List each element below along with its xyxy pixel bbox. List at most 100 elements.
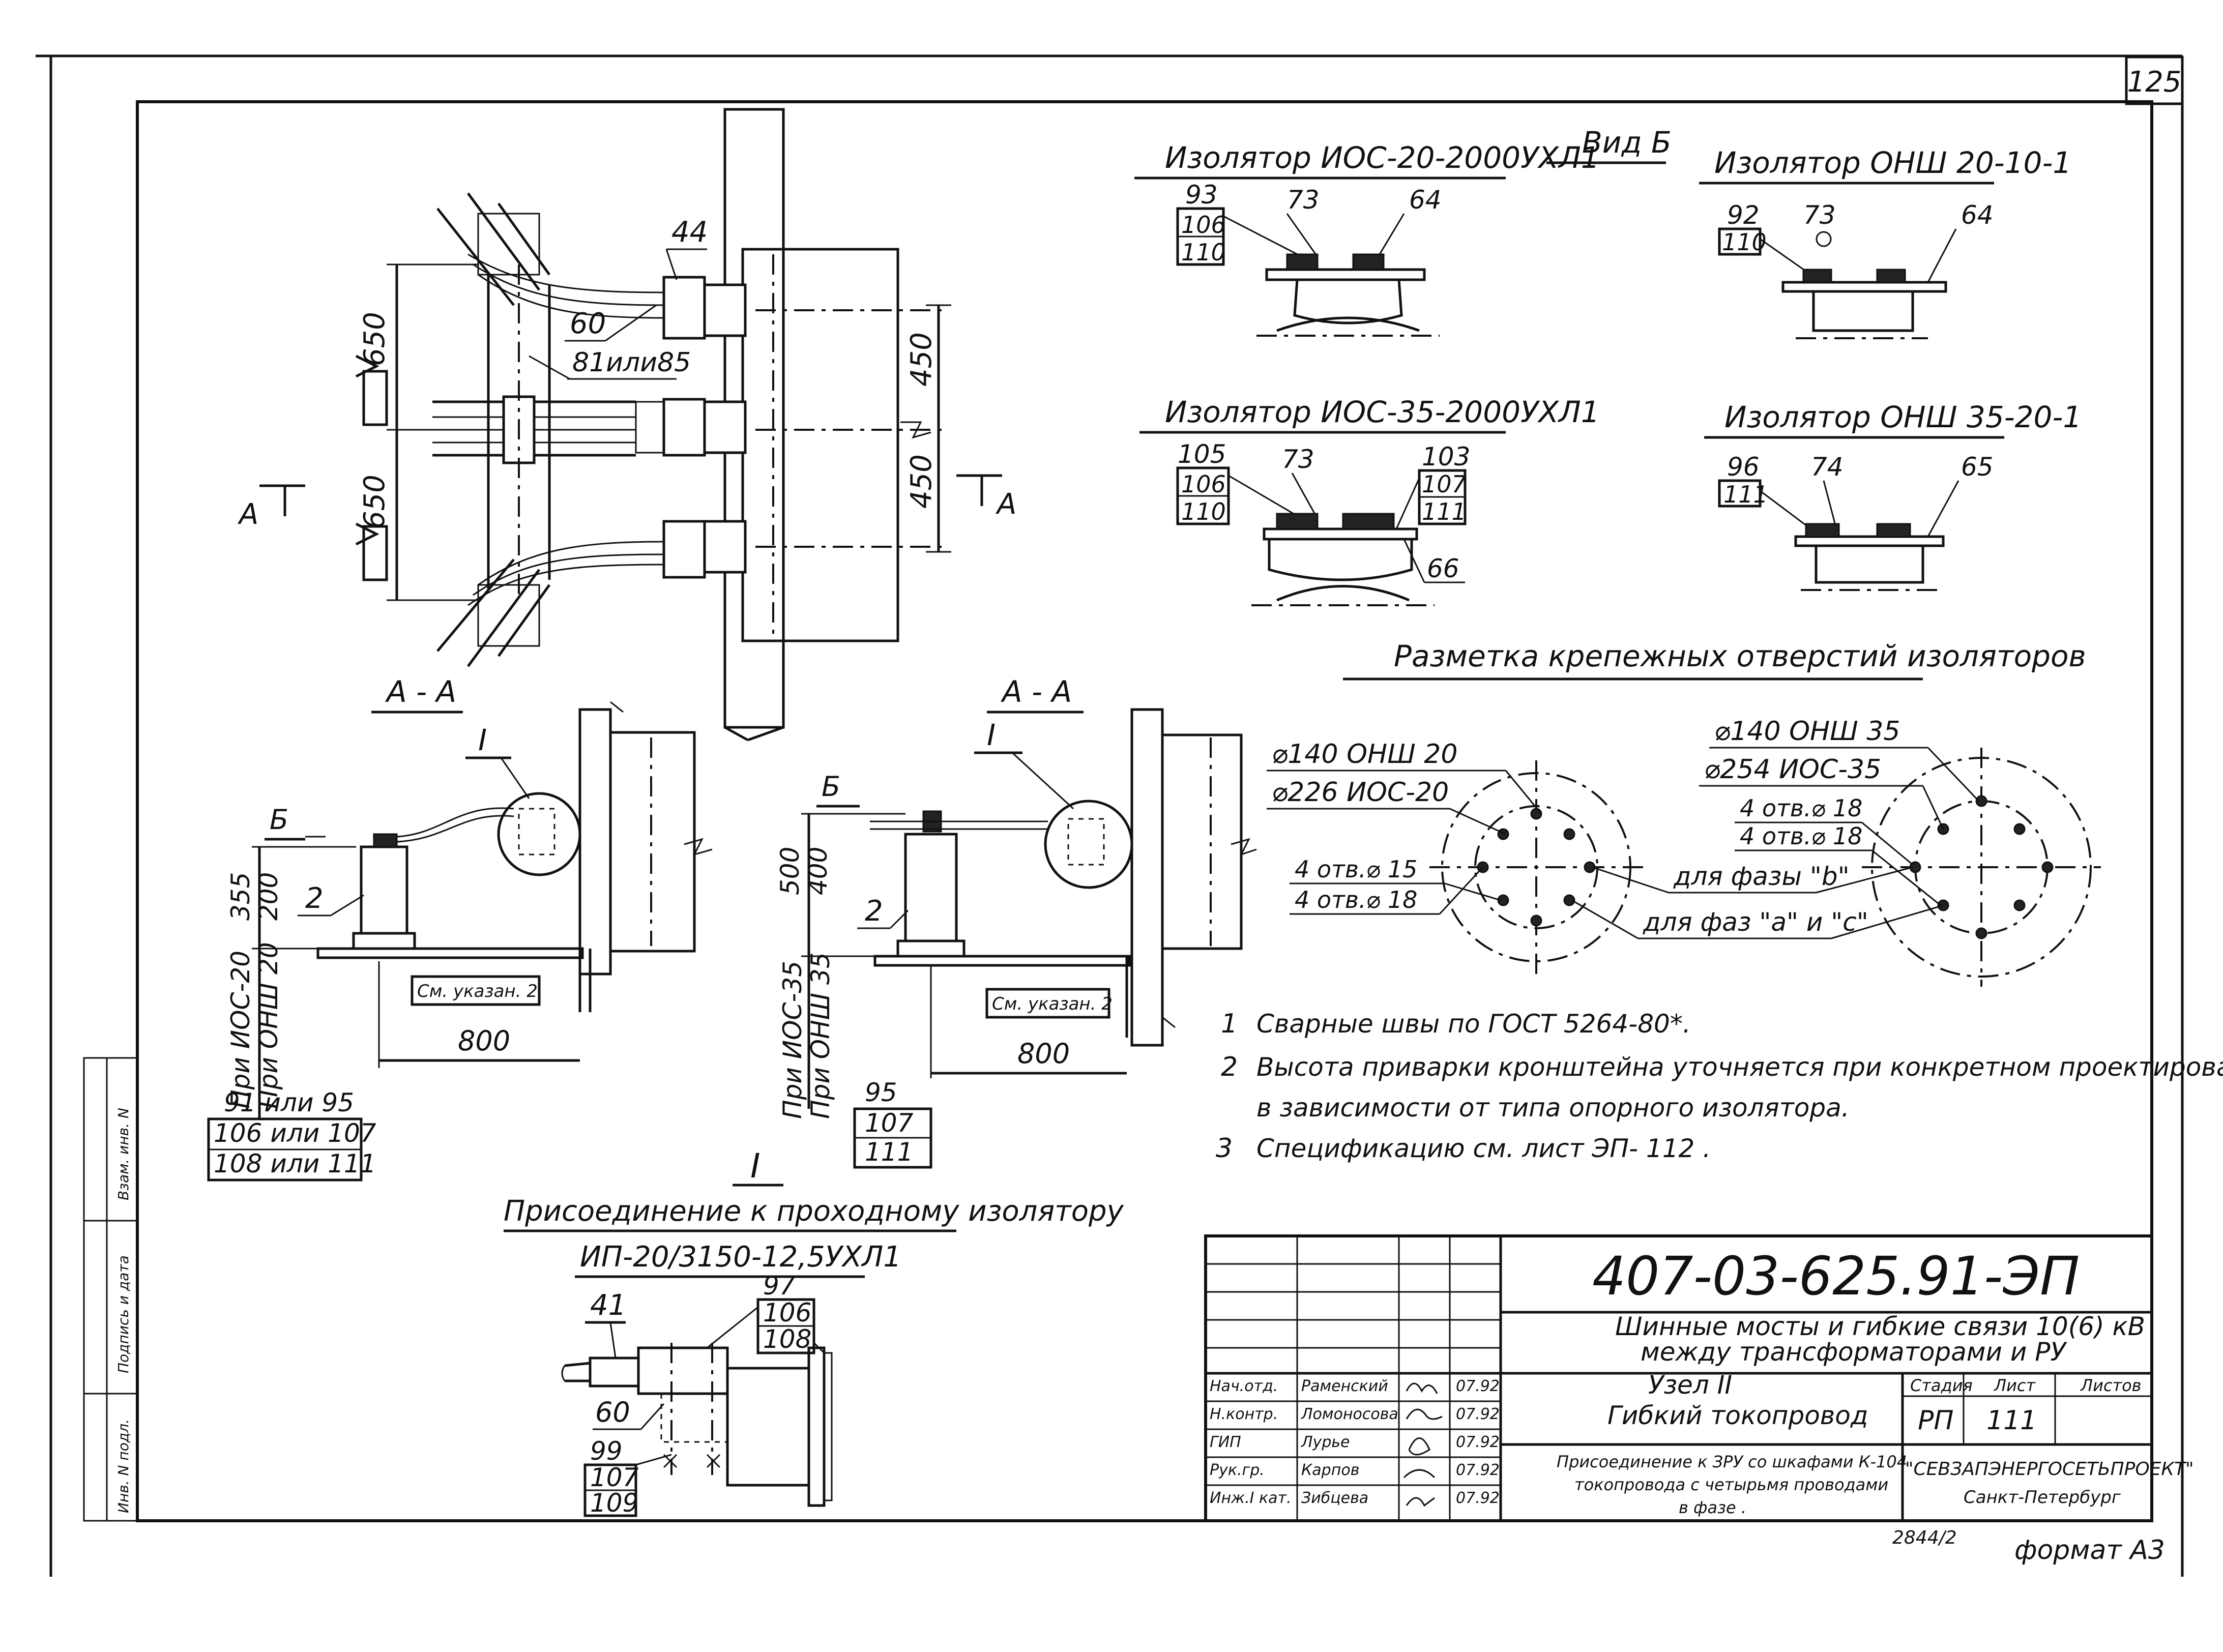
ios35-callout-73: 73 [1282,445,1314,474]
doc-node-name: Гибкий токопровод [1607,1401,1868,1430]
dim-450-top: 450 [905,332,938,387]
ios20-label-110: 110 [1181,239,1226,266]
ios35-label-105: 105 [1178,439,1226,469]
insulator-onsh20: Изолятор ОНШ 20-10-1 92 110 73 64 [1699,145,2071,339]
section-left-c2: 2 [305,882,324,915]
section-right-v-onsh: При ОНШ 35 [806,952,835,1119]
section-right-roman: I [987,718,996,752]
dim-355: 355 [226,872,255,921]
marking-right-d140: ⌀140 ОНШ 35 [1714,716,1900,747]
doc-code: 407-03-625.91-ЭП [1592,1245,2080,1307]
staff-0-role: Нач.отд. [1210,1377,1278,1395]
staff-4-date: 07.92 [1456,1489,1500,1507]
staff-2-role: ГИП [1210,1433,1241,1451]
view-b-title: Вид Б [1582,125,1672,160]
staff-1-date: 07.92 [1456,1405,1500,1423]
onsh20-title: Изолятор ОНШ 20-10-1 [1714,145,2071,180]
staff-3-name: Карпов [1301,1461,1359,1479]
section-left-v-ios: При ИОС-20 [226,951,255,1109]
sheet-header: Лист [1994,1376,2036,1395]
staff-0-name: Раменский [1301,1377,1388,1395]
ios35-label-106: 106 [1181,470,1226,498]
strip-inv: Инв. N подл. [115,1419,132,1513]
onsh35-label-96: 96 [1727,452,1760,482]
section-left-b: Б [270,804,288,836]
sheets-header: Листов [2080,1376,2142,1395]
plan-view: 650 650 450 450 А А 44 60 81или85 [238,108,1016,742]
stage-header: Стадия [1910,1376,1973,1395]
dim-450-bottom: 450 [905,454,938,509]
marking-left-d140: ⌀140 ОНШ 20 [1272,739,1457,770]
onsh20-callout-73: 73 [1803,200,1836,230]
doc-desc-2: токопровода с четырьмя проводами [1574,1475,1888,1494]
detail-title2: ИП-20/3150-12,5УХЛ1 [580,1241,901,1274]
doc-name-2: между трансформаторами и РУ [1641,1337,2067,1367]
section-mark-right: А [996,488,1016,521]
section-right-note: См. указан. 2 [992,994,1113,1014]
doc-desc-1: Присоединение к ЗРУ со шкафами К-104 [1557,1452,1907,1471]
dim-400: 400 [803,847,833,895]
page-number-box [2125,55,2184,105]
onsh35-callout-65: 65 [1961,452,1994,482]
hole-marking: Разметка крепежных отверстий изоляторов … [1267,639,2101,987]
callout-60: 60 [570,307,606,340]
dim-500: 500 [775,847,805,895]
marking-title: Разметка крепежных отверстий изоляторов [1394,639,2086,673]
marking-phase-b: для фазы "b" [1673,862,1850,891]
dim-650-top: 650 [358,312,391,366]
org-city: Санкт-Петербург [1964,1487,2121,1508]
ios35-callout-66: 66 [1427,554,1459,583]
notes: 1 Сварные швы по ГОСТ 5264-80*. 2 Высота… [1216,1009,2223,1164]
ios20-callout-73: 73 [1287,185,1320,215]
detail-stack-b-0: 99 [590,1436,623,1466]
staff-0-date: 07.92 [1456,1377,1500,1395]
staff-4-name: Зибцева [1301,1489,1368,1507]
onsh20-label-110: 110 [1722,228,1767,256]
stage-value: РП [1918,1405,1953,1436]
insulator-ios35: Изолятор ИОС-35-2000УХЛ1 105 106 110 73 … [1139,395,1600,606]
section-right-stack-0: 95 [865,1078,897,1107]
ios35-label-111: 111 [1422,498,1467,525]
note-3-text: Спецификацию см. лист ЭП- 112 . [1256,1134,1711,1163]
note-2b-text: в зависимости от типа опорного изолятора… [1256,1093,1850,1123]
staff-3-role: Рук.гр. [1210,1461,1265,1479]
note-1-num: 1 [1221,1009,1238,1039]
onsh20-label-92: 92 [1727,200,1760,230]
section-left-roman: I [478,723,487,757]
ios35-label-107: 107 [1422,470,1467,498]
marking-left-h15: 4 отв.⌀ 15 [1295,855,1417,883]
ios20-label-106: 106 [1181,211,1226,239]
onsh35-label-111: 111 [1723,481,1768,508]
dim-800-right: 800 [1017,1038,1070,1070]
marking-left-h18: 4 отв.⌀ 18 [1295,886,1417,913]
detail-stack-r-2: 108 [763,1324,811,1354]
callout-44: 44 [671,216,708,249]
org-name: "СЕВЗАПЭНЕРГОСЕТЬПРОЕКТ" [1905,1459,2194,1480]
ios20-label-93: 93 [1185,180,1218,210]
detail-roman: I [750,1146,760,1186]
staff-1-name: Ломоносова [1301,1405,1398,1423]
ios35-title: Изолятор ИОС-35-2000УХЛ1 [1165,395,1600,429]
left-strip: Взам. инв. N Подпись и дата Инв. N подл. [83,1057,138,1522]
section-right-stack-2: 111 [865,1137,913,1167]
marking-left-d226: ⌀226 ИОС-20 [1272,777,1449,808]
section-left-stack-0: 91 или 95 [224,1088,354,1117]
insulator-ios20: Изолятор ИОС-20-2000УХЛ1 93 106 110 73 6… [1134,140,1600,337]
staff-2-date: 07.92 [1456,1433,1500,1451]
marking-right-h18b: 4 отв.⌀ 18 [1740,822,1862,850]
ios35-label-110: 110 [1181,498,1226,525]
staff-1-role: Н.контр. [1210,1405,1278,1423]
sheet-frame [136,100,2153,1522]
section-right-b: Б [822,771,840,803]
signature-2 [1408,1437,1430,1456]
dim-800-left: 800 [458,1025,510,1057]
dim-650-bottom: 650 [358,475,391,529]
detail-stack-b-1: 107 [590,1463,639,1492]
section-aa-right: А - А I Б 2 500 400 [775,674,1257,1169]
note-2-num: 2 [1221,1052,1238,1082]
section-left-stack-2: 108 или 111 [214,1149,376,1178]
doc-name-1: Шинные мосты и гибкие связи 10(6) кВ [1615,1312,2145,1341]
insulator-onsh35: Изолятор ОНШ 35-20-1 96 111 74 65 [1704,400,2082,591]
detail-c60: 60 [595,1396,630,1428]
detail-title1: Присоединение к проходному изолятору [504,1195,1124,1228]
